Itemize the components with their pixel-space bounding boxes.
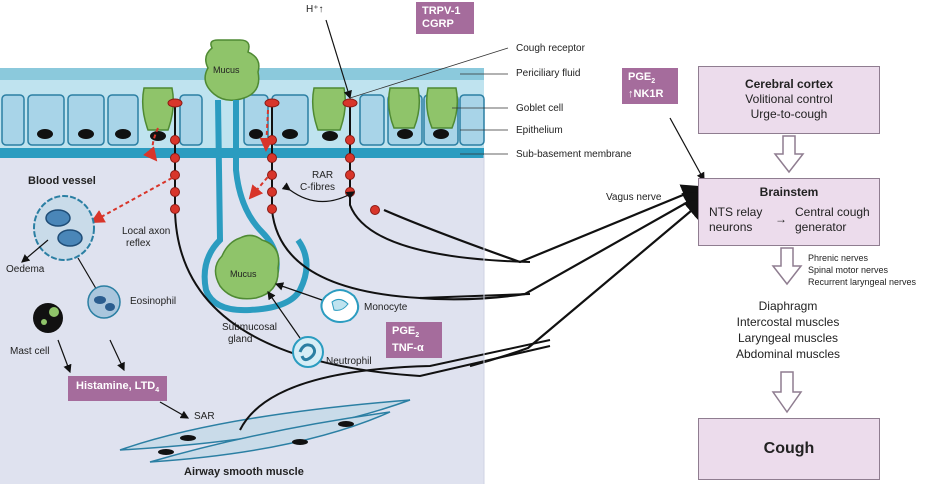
eosinophil-cell <box>87 285 121 319</box>
eosinophil-label: Eosinophil <box>130 296 177 307</box>
sub-basement-membrane-label: Sub-basement membrane <box>516 149 632 160</box>
neutrophil-label: Neutrophil <box>326 356 372 367</box>
phrenic-nerves-label: Phrenic nerves <box>808 253 869 263</box>
abdominal-muscles-label: Abdominal muscles <box>735 347 841 361</box>
nts-to-generator-arrow: → <box>775 212 787 226</box>
volitional-control-label: Volitional control <box>745 92 833 106</box>
central-cough-label: Central cough <box>795 205 870 219</box>
periciliary-fluid-label: Periciliary fluid <box>516 68 581 79</box>
urge-to-cough-label: Urge-to-cough <box>750 107 828 121</box>
nts-relay-label: NTS relay <box>709 205 763 219</box>
mast-cell-label: Mast cell <box>10 346 50 357</box>
goblet-cell-label: Goblet cell <box>516 103 564 114</box>
neutrophil-cell <box>292 336 324 368</box>
spinal-motor-nerves-label: Spinal motor nerves <box>808 265 889 275</box>
c-fibres-label: C-fibres <box>300 182 336 193</box>
mast-cell <box>33 303 63 333</box>
pge-tnf-tag: PGE2 TNF-α <box>386 322 442 359</box>
brainstem-title: Brainstem <box>759 185 819 199</box>
nk1r-label: ↑NK1R <box>628 88 664 101</box>
brainstem-box: Brainstem NTS relay neurons → Central co… <box>698 178 880 246</box>
cgrp-label: CGRP <box>422 18 454 30</box>
cough-box: Cough <box>698 418 880 480</box>
cortex-title: Cerebral cortex <box>744 77 834 91</box>
nerve-nodes <box>167 98 380 215</box>
monocyte-cell <box>320 289 360 323</box>
oedema-label: Oedema <box>6 264 45 275</box>
trpv-cgrp-tag: TRPV-1 CGRP <box>416 2 474 34</box>
sar-label: SAR <box>194 411 215 422</box>
pge-subscript: 2 <box>415 332 420 340</box>
nerves-list: Phrenic nerves Spinal motor nerves Recur… <box>808 252 916 288</box>
laryngeal-muscles-label: Laryngeal muscles <box>737 331 839 345</box>
trpv-label: TRPV-1 <box>422 5 461 17</box>
mucus-gland-label: Mucus <box>230 269 257 279</box>
muscles-list: Diaphragm Intercostal muscles Laryngeal … <box>720 298 856 362</box>
pge-subscript: 2 <box>651 78 656 86</box>
neurons-label: neurons <box>709 220 753 234</box>
vagus-nerve-label: Vagus nerve <box>606 192 662 203</box>
diaphragm-label: Diaphragm <box>758 299 818 313</box>
mucus-top-label: Mucus <box>213 65 240 75</box>
epithelium-label: Epithelium <box>516 125 563 136</box>
tnf-label: TNF-α <box>392 342 424 355</box>
generator-label: generator <box>795 220 847 234</box>
muscles-to-cough-arrow <box>771 371 803 414</box>
reflex-label: reflex <box>126 238 151 249</box>
mucus-top-blob <box>204 39 260 101</box>
pge-nk1r-tag: PGE2 ↑NK1R <box>622 68 678 105</box>
intercostal-muscles-label: Intercostal muscles <box>736 315 840 329</box>
histamine-label: Histamine, LTD <box>76 380 156 392</box>
gland-label: gland <box>228 334 253 345</box>
airway-smooth-muscle-label: Airway smooth muscle <box>184 466 304 478</box>
submucosal-label: Submucosal <box>222 322 278 333</box>
recurrent-laryngeal-nerves-label: Recurrent laryngeal nerves <box>808 277 917 287</box>
blood-vessel-label: Blood vessel <box>28 175 96 187</box>
sub-basement-membrane <box>0 148 484 158</box>
histamine-tag: Histamine, LTD4 <box>68 376 168 402</box>
monocyte-label: Monocyte <box>364 302 408 313</box>
h-ion-label: H⁺↑ <box>306 4 324 15</box>
brainstem-to-muscles-arrow <box>771 247 803 286</box>
cough-receptor-label: Cough receptor <box>516 43 585 54</box>
ltd-subscript: 4 <box>155 387 160 395</box>
nerve-fibres <box>174 100 551 378</box>
cortex-to-brainstem-arrow <box>773 135 805 174</box>
rar-label: RAR <box>312 170 334 181</box>
cough-label: Cough <box>763 440 815 457</box>
goblet-cells <box>141 87 459 131</box>
pge-label: PGE <box>628 71 652 83</box>
local-axon-label: Local axon <box>122 226 171 237</box>
blood-vessel <box>33 195 95 261</box>
cerebral-cortex-box: Cerebral cortex Volitional control Urge-… <box>698 66 880 134</box>
mucus-gland-blob <box>214 234 280 300</box>
pge-label: PGE <box>392 325 416 337</box>
